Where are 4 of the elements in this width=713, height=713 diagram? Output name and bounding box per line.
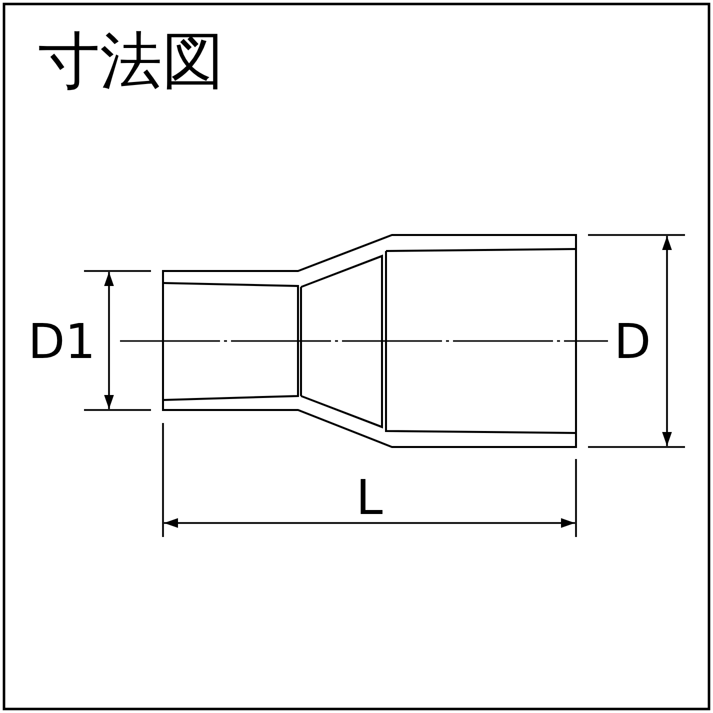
dimension-label: L <box>356 474 383 522</box>
title: 寸法図 <box>38 30 224 92</box>
dimension-label: D1 <box>28 318 96 366</box>
dimension-label: D <box>614 318 651 366</box>
